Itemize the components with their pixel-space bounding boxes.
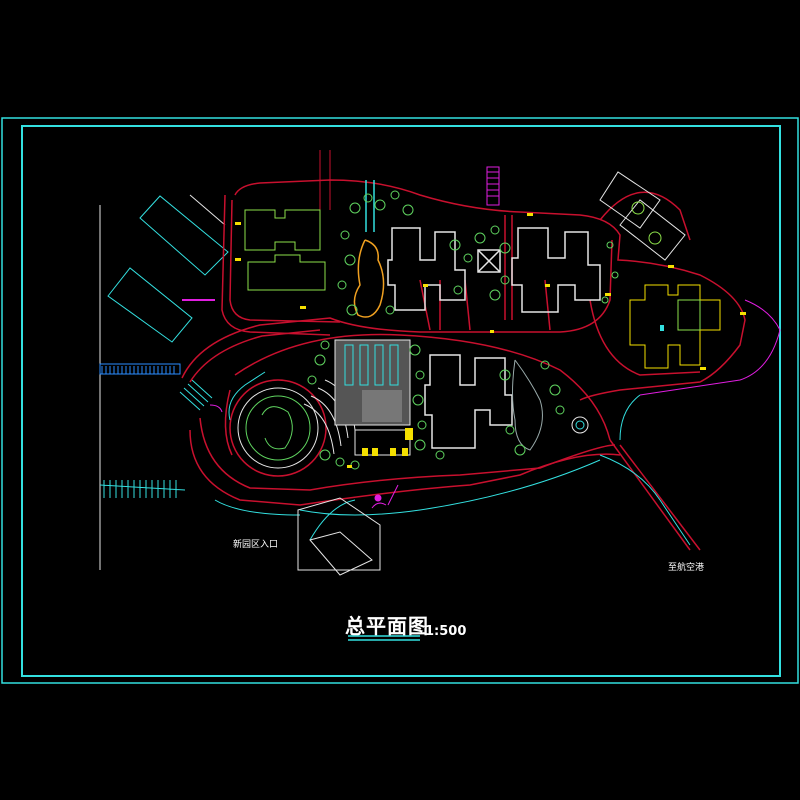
entrance-label: 新园区入口 <box>233 540 279 550</box>
central-towers <box>387 227 601 449</box>
trees <box>307 190 619 470</box>
label-markers <box>235 213 746 468</box>
east-garden <box>512 359 589 451</box>
road-direction-label: 至航空港 <box>668 563 705 573</box>
central-plaza <box>334 339 413 456</box>
hatched-strips <box>99 363 181 375</box>
slope-hatch <box>99 379 213 498</box>
drawing-scale: 1:500 <box>425 624 467 639</box>
lower-buildings <box>297 497 381 576</box>
secondary-paths <box>214 299 781 546</box>
residential-block-east <box>629 284 721 369</box>
inner-frame <box>21 125 781 677</box>
parking-lots <box>99 194 229 570</box>
title-underline <box>348 635 420 641</box>
road-network <box>181 150 746 551</box>
magenta-accents <box>182 166 500 509</box>
garden-path <box>353 180 385 318</box>
circular-plaza <box>228 371 327 477</box>
drawing-title: 总平面图 <box>345 614 429 638</box>
residential-block-nw <box>244 209 326 291</box>
outer-frame <box>1 117 799 684</box>
sports-courts <box>599 171 686 261</box>
